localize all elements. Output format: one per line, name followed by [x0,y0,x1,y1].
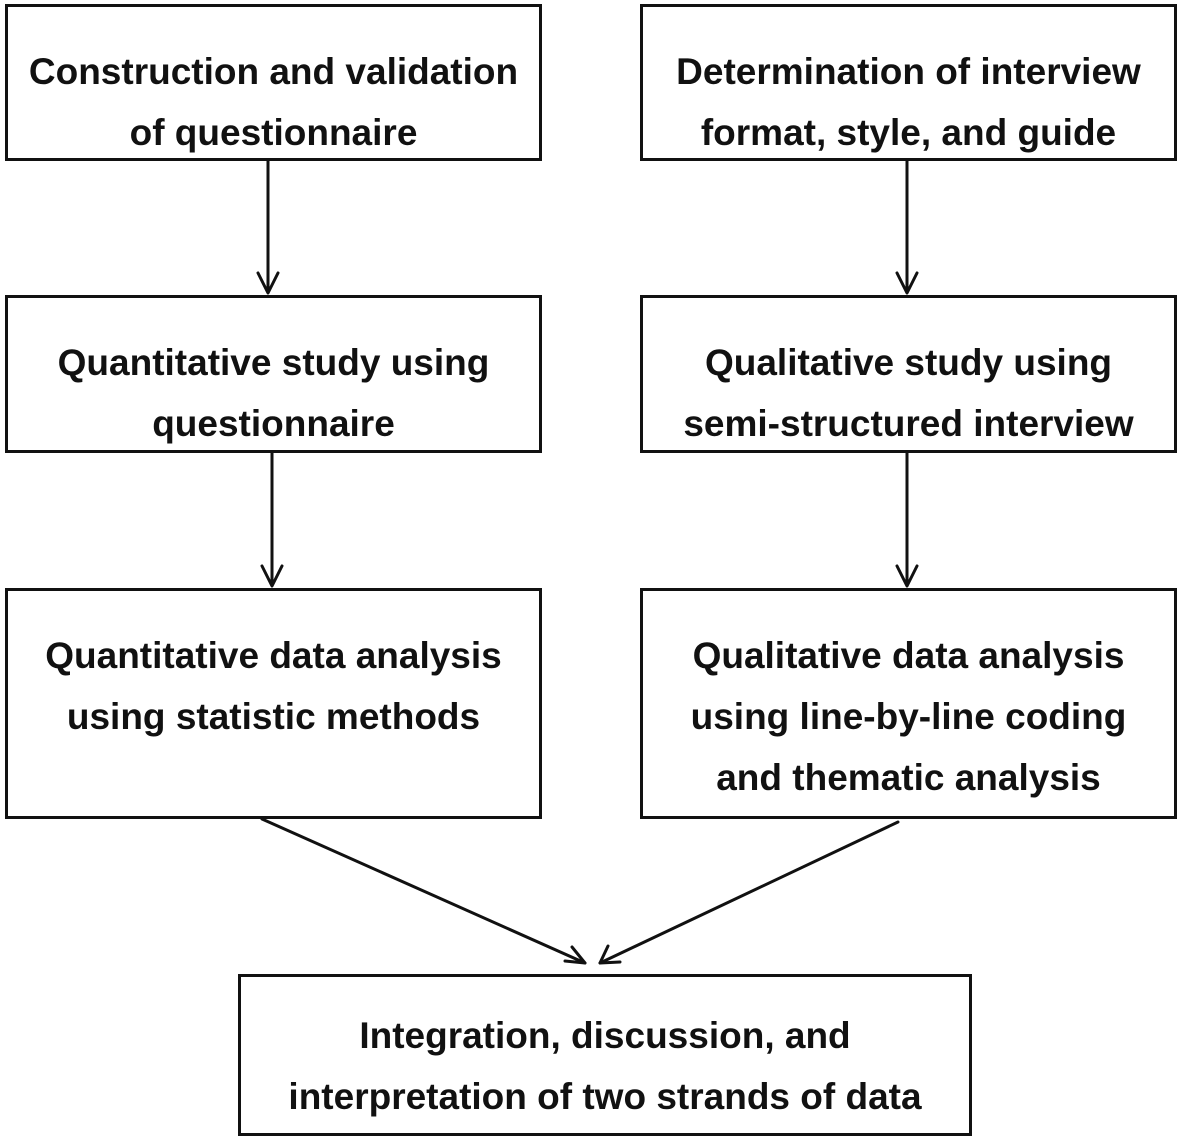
box-line: using statistic methods [66,696,481,737]
box-line: Qualitative study using [704,342,1113,383]
quantitative-data-analysis-box: Quantitative data analysis using statist… [5,588,542,819]
box-line: Quantitative data analysis [45,635,502,676]
box-line: questionnaire [152,403,395,444]
box-line: Construction and validation [28,51,519,92]
box-line: and thematic analysis [716,757,1101,798]
box-line: Determination of interview [676,51,1141,92]
qualitative-data-analysis-box: Qualitative data analysis using line-by-… [640,588,1177,819]
construction-validation-questionnaire-box: Construction and validation of questionn… [5,4,542,161]
interview-format-guide-box: Determination of interview format, style… [640,4,1177,161]
arrow-left-2-to-3-head [260,564,284,588]
quantitative-study-box: Quantitative study using questionnaire [5,295,542,453]
integration-discussion-box: Integration, discussion, and interpretat… [238,974,972,1136]
box-line: interpretation of two strands of data [288,1076,922,1117]
arrow-right-2-to-3-head [895,564,919,588]
arrow-right-1-to-2-head [895,271,919,295]
arrow-right-to-final [598,820,900,965]
arrow-left-to-final [260,817,587,965]
arrow-right-to-final-head [598,944,622,965]
box-line: of questionnaire [129,112,418,153]
box-line: semi-structured interview [683,403,1134,444]
box-line: format, style, and guide [700,112,1117,153]
box-line: Qualitative data analysis [692,635,1125,676]
arrow-left-1-to-2-head [256,271,280,295]
box-line: Quantitative study using [57,342,490,383]
box-line: using line-by-line coding [690,696,1127,737]
arrow-left-to-final-head [563,945,587,965]
box-line: Integration, discussion, and [359,1015,851,1056]
qualitative-study-box: Qualitative study using semi-structured … [640,295,1177,453]
